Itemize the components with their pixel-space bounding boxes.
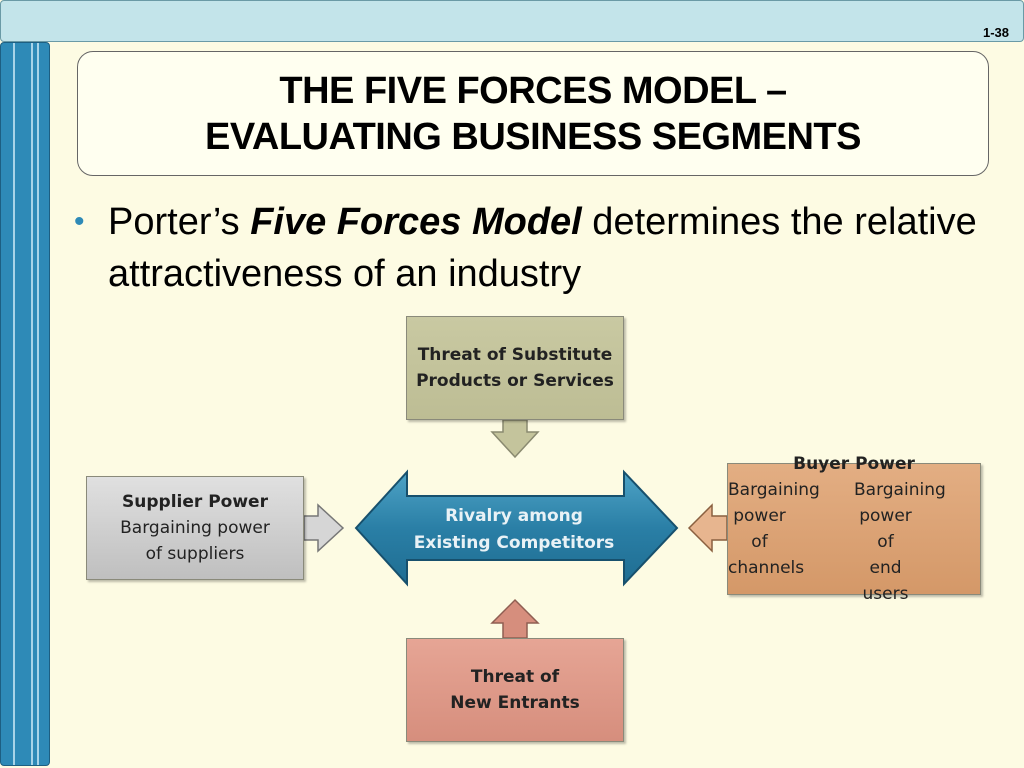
buyer-columns: Bargaining power of channels Bargaining … (728, 477, 980, 607)
bullet-text: Porter’s Five Forces Model determines th… (108, 196, 1004, 300)
buyer-col1-line: power of (733, 506, 786, 552)
substitutes-line-2: Products or Services (416, 371, 614, 391)
rivalry-arrow-icon (354, 469, 679, 587)
substitutes-arrow-icon (490, 419, 540, 459)
title-line-2: EVALUATING BUSINESS SEGMENTS (205, 115, 862, 158)
sidebar-stripe (13, 43, 15, 765)
buyer-col2-line: end users (862, 558, 909, 604)
bullet-dot-icon: • (74, 205, 85, 238)
new-entrants-box: Threat of New Entrants (406, 638, 624, 742)
new-entrants-line-2: New Entrants (450, 693, 580, 713)
buyer-col2-line: power of (859, 506, 912, 552)
substitutes-line-1: Threat of Substitute (417, 345, 613, 365)
bullet-text-pre: Porter’s (108, 201, 251, 243)
supplier-line-1: Bargaining power (120, 518, 270, 538)
bullet-point: • Porter’s Five Forces Model determines … (74, 196, 1004, 300)
rivalry-label: Rivalry among Existing Competitors (405, 500, 623, 560)
buyer-col1-line: Bargaining (728, 480, 820, 500)
rivalry-line-2: Existing Competitors (413, 533, 615, 553)
bullet-text-post: determines the relative attractiveness o… (108, 201, 977, 295)
supplier-line-2: of suppliers (145, 544, 245, 564)
supplier-arrow-icon (303, 503, 345, 553)
top-bar: 1-38 (0, 0, 1024, 42)
buyer-power-box: Buyer Power Bargaining power of channels… (727, 454, 981, 604)
buyer-arrow-icon (687, 503, 728, 553)
buyer-end-users: Bargaining power of end users (854, 477, 980, 607)
sidebar-stripe (37, 43, 39, 765)
buyer-col2-line: Bargaining (854, 480, 946, 500)
slide-number: 1-38 (982, 25, 1009, 40)
buyer-col1-line: channels (728, 558, 805, 578)
supplier-power-box: Supplier Power Bargaining power of suppl… (86, 476, 304, 580)
buyer-channels: Bargaining power of channels (728, 477, 854, 607)
bullet-emphasis: Five Forces Model (250, 201, 582, 243)
new-entrants-arrow-icon (490, 598, 540, 639)
title-line-1: THE FIVE FORCES MODEL – (279, 69, 787, 112)
left-sidebar-bar (0, 42, 50, 766)
new-entrants-line-1: Threat of (470, 667, 560, 687)
sidebar-stripe (31, 43, 33, 765)
slide-title: THE FIVE FORCES MODEL – EVALUATING BUSIN… (77, 51, 989, 176)
substitutes-box: Threat of Substitute Products or Service… (406, 316, 624, 420)
rivalry-line-1: Rivalry among (445, 506, 583, 526)
supplier-heading: Supplier Power (122, 492, 268, 512)
buyer-heading: Buyer Power (793, 454, 915, 474)
